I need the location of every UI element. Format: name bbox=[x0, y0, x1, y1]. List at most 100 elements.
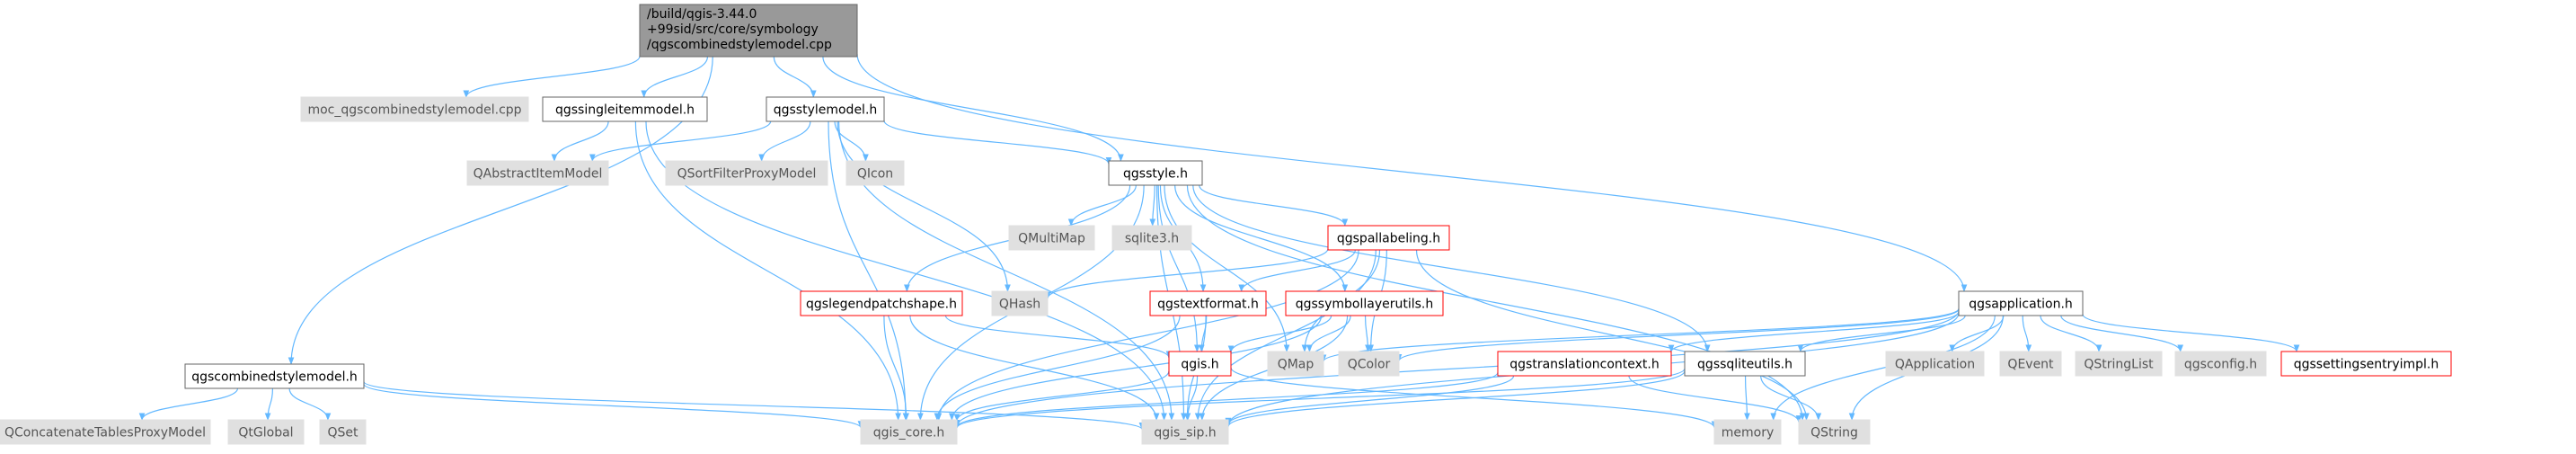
node-label-singleitem: qgssingleitemmodel.h bbox=[555, 103, 695, 118]
node-sortfilter: QSortFilterProxyModel bbox=[665, 160, 828, 186]
node-label-root-1: +99sid/src/core/symbology bbox=[647, 22, 819, 37]
nodes: /build/qgis-3.44.0+99sid/src/core/symbol… bbox=[0, 4, 2452, 445]
node-box-style bbox=[1108, 160, 1203, 186]
node-root[interactable]: /build/qgis-3.44.0+99sid/src/core/symbol… bbox=[639, 4, 858, 58]
node-singleitem[interactable]: qgssingleitemmodel.h bbox=[542, 96, 708, 122]
node-box-concat bbox=[0, 419, 211, 445]
node-settingsentry[interactable]: qgssettingsentryimpl.h bbox=[2280, 351, 2452, 377]
node-label-sortfilter: QSortFilterProxyModel bbox=[677, 167, 817, 182]
edge-translation-to-qgiscore bbox=[953, 371, 1499, 428]
edge-pallabeling-to-qhash bbox=[1044, 248, 1329, 299]
edge-root-to-moc bbox=[463, 56, 641, 98]
edge-qgis-to-qgissip bbox=[1184, 375, 1199, 421]
node-label-qgsconfig: qgsconfig.h bbox=[2184, 358, 2257, 372]
node-symbollayer[interactable]: qgssymbollayerutils.h bbox=[1285, 290, 1444, 316]
node-box-qcolor bbox=[1338, 351, 1400, 377]
edge-application-to-qapplication bbox=[1949, 315, 2005, 352]
edge-stylemodel-to-sortfilter bbox=[758, 120, 811, 162]
node-label-qmap: QMap bbox=[1278, 358, 1315, 372]
edge-style-to-qstring bbox=[1186, 184, 1806, 421]
edge-application-to-memory bbox=[1770, 315, 1996, 421]
node-label-concat: QConcatenateTablesProxyModel bbox=[4, 426, 206, 441]
edge-application-to-qevent bbox=[2022, 315, 2032, 352]
node-box-legendpatch bbox=[800, 290, 963, 316]
edge-root-to-application bbox=[856, 53, 1968, 292]
edge-sqliteutils-to-memory bbox=[1744, 375, 1750, 421]
node-label-legendpatch: qgslegendpatchshape.h bbox=[806, 298, 957, 312]
edge-stylemodel-to-qicon bbox=[834, 120, 869, 162]
node-label-qgissip: qgis_sip.h bbox=[1154, 426, 1216, 441]
node-label-qapplication: QApplication bbox=[1895, 358, 1975, 372]
node-box-qgiscore bbox=[860, 419, 958, 445]
edge-style-to-sqliteutils bbox=[1192, 184, 1711, 352]
node-sqliteutils[interactable]: qgssqliteutils.h bbox=[1684, 351, 1806, 377]
edge-combined-to-qset bbox=[288, 387, 332, 421]
edge-style-to-symbollayer bbox=[1174, 184, 1349, 292]
node-label-qmultimap: QMultiMap bbox=[1018, 232, 1085, 246]
node-style[interactable]: qgsstyle.h bbox=[1108, 160, 1203, 186]
node-label-moc: moc_qgscombinedstylemodel.cpp bbox=[307, 103, 521, 118]
node-label-qcolor: QColor bbox=[1348, 358, 1391, 372]
node-qmap: QMap bbox=[1267, 351, 1324, 377]
edge-application-to-translation bbox=[1668, 311, 1960, 353]
edge-singleitem-to-abstractitem bbox=[551, 120, 609, 162]
node-box-memory bbox=[1713, 419, 1782, 445]
node-label-root-0: /build/qgis-3.44.0 bbox=[647, 7, 757, 22]
node-qgiscore: qgis_core.h bbox=[860, 419, 958, 445]
edge-pallabeling-to-qgissip bbox=[1194, 249, 1377, 421]
node-box-textformat bbox=[1149, 290, 1267, 316]
node-qstring: QString bbox=[1798, 419, 1871, 445]
node-box-qstringlist bbox=[2075, 351, 2163, 377]
node-box-abstractitem bbox=[466, 160, 609, 186]
edge-symbollayer-to-qcolor bbox=[1364, 315, 1371, 352]
node-combined[interactable]: qgscombinedstylemodel.h bbox=[184, 363, 365, 389]
node-box-qgsconfig bbox=[2174, 351, 2267, 377]
node-label-qset: QSet bbox=[327, 426, 359, 441]
node-stylemodel[interactable]: qgsstylemodel.h bbox=[766, 96, 885, 122]
node-box-combined bbox=[184, 363, 365, 389]
edge-application-to-sqliteutils bbox=[1797, 315, 1966, 352]
node-qcolor: QColor bbox=[1338, 351, 1400, 377]
node-label-qtglobal: QtGlobal bbox=[238, 426, 293, 441]
node-label-pallabeling: qgspallabeling.h bbox=[1337, 232, 1440, 246]
node-box-qgis bbox=[1168, 351, 1232, 377]
node-label-qgiscore: qgis_core.h bbox=[873, 426, 945, 441]
node-qgis[interactable]: qgis.h bbox=[1168, 351, 1232, 377]
node-abstractitem: QAbstractItemModel bbox=[466, 160, 609, 186]
node-label-qhash: QHash bbox=[999, 298, 1040, 312]
edge-sqliteutils-to-qgiscore bbox=[953, 368, 1686, 429]
node-box-qtglobal bbox=[227, 419, 305, 445]
node-textformat[interactable]: qgstextformat.h bbox=[1149, 290, 1267, 316]
node-box-application bbox=[1958, 290, 2084, 316]
edge-application-to-qcolor bbox=[1395, 308, 1960, 362]
node-qtglobal: QtGlobal bbox=[227, 419, 305, 445]
node-label-qstringlist: QStringList bbox=[2084, 358, 2154, 372]
node-qstringlist: QStringList bbox=[2075, 351, 2163, 377]
node-moc: moc_qgscombinedstylemodel.cpp bbox=[300, 96, 529, 122]
node-translation[interactable]: qgstranslationcontext.h bbox=[1497, 351, 1672, 377]
edge-stylemodel-to-abstractitem bbox=[589, 120, 772, 162]
node-box-qstring bbox=[1798, 419, 1871, 445]
edge-translation-to-qstring bbox=[1628, 375, 1802, 423]
node-qgissip: qgis_sip.h bbox=[1141, 419, 1229, 445]
node-legendpatch[interactable]: qgslegendpatchshape.h bbox=[800, 290, 963, 316]
edge-pallabeling-to-qgiscore bbox=[935, 249, 1359, 421]
node-box-root bbox=[639, 4, 858, 58]
node-box-moc bbox=[300, 96, 529, 122]
edge-application-to-qgsconfig bbox=[2060, 315, 2183, 352]
node-label-textformat: qgstextformat.h bbox=[1157, 298, 1259, 312]
edge-translation-to-qgissip bbox=[1225, 375, 1515, 426]
node-qapplication: QApplication bbox=[1885, 351, 1985, 377]
node-box-qevent bbox=[1999, 351, 2062, 377]
node-pallabeling[interactable]: qgspallabeling.h bbox=[1327, 225, 1450, 251]
node-label-memory: memory bbox=[1722, 426, 1775, 441]
edge-style-to-sqlite bbox=[1149, 184, 1156, 227]
node-qmultimap: QMultiMap bbox=[1008, 225, 1095, 251]
node-application[interactable]: qgsapplication.h bbox=[1958, 290, 2084, 316]
node-label-qgis: qgis.h bbox=[1181, 358, 1218, 372]
edge-sqliteutils-to-qstring bbox=[1760, 375, 1822, 421]
edge-root-to-singleitem bbox=[641, 56, 709, 98]
edge-sqliteutils-to-qgissip bbox=[1225, 370, 1686, 428]
node-box-singleitem bbox=[542, 96, 708, 122]
node-label-combined: qgscombinedstylemodel.h bbox=[191, 370, 358, 385]
